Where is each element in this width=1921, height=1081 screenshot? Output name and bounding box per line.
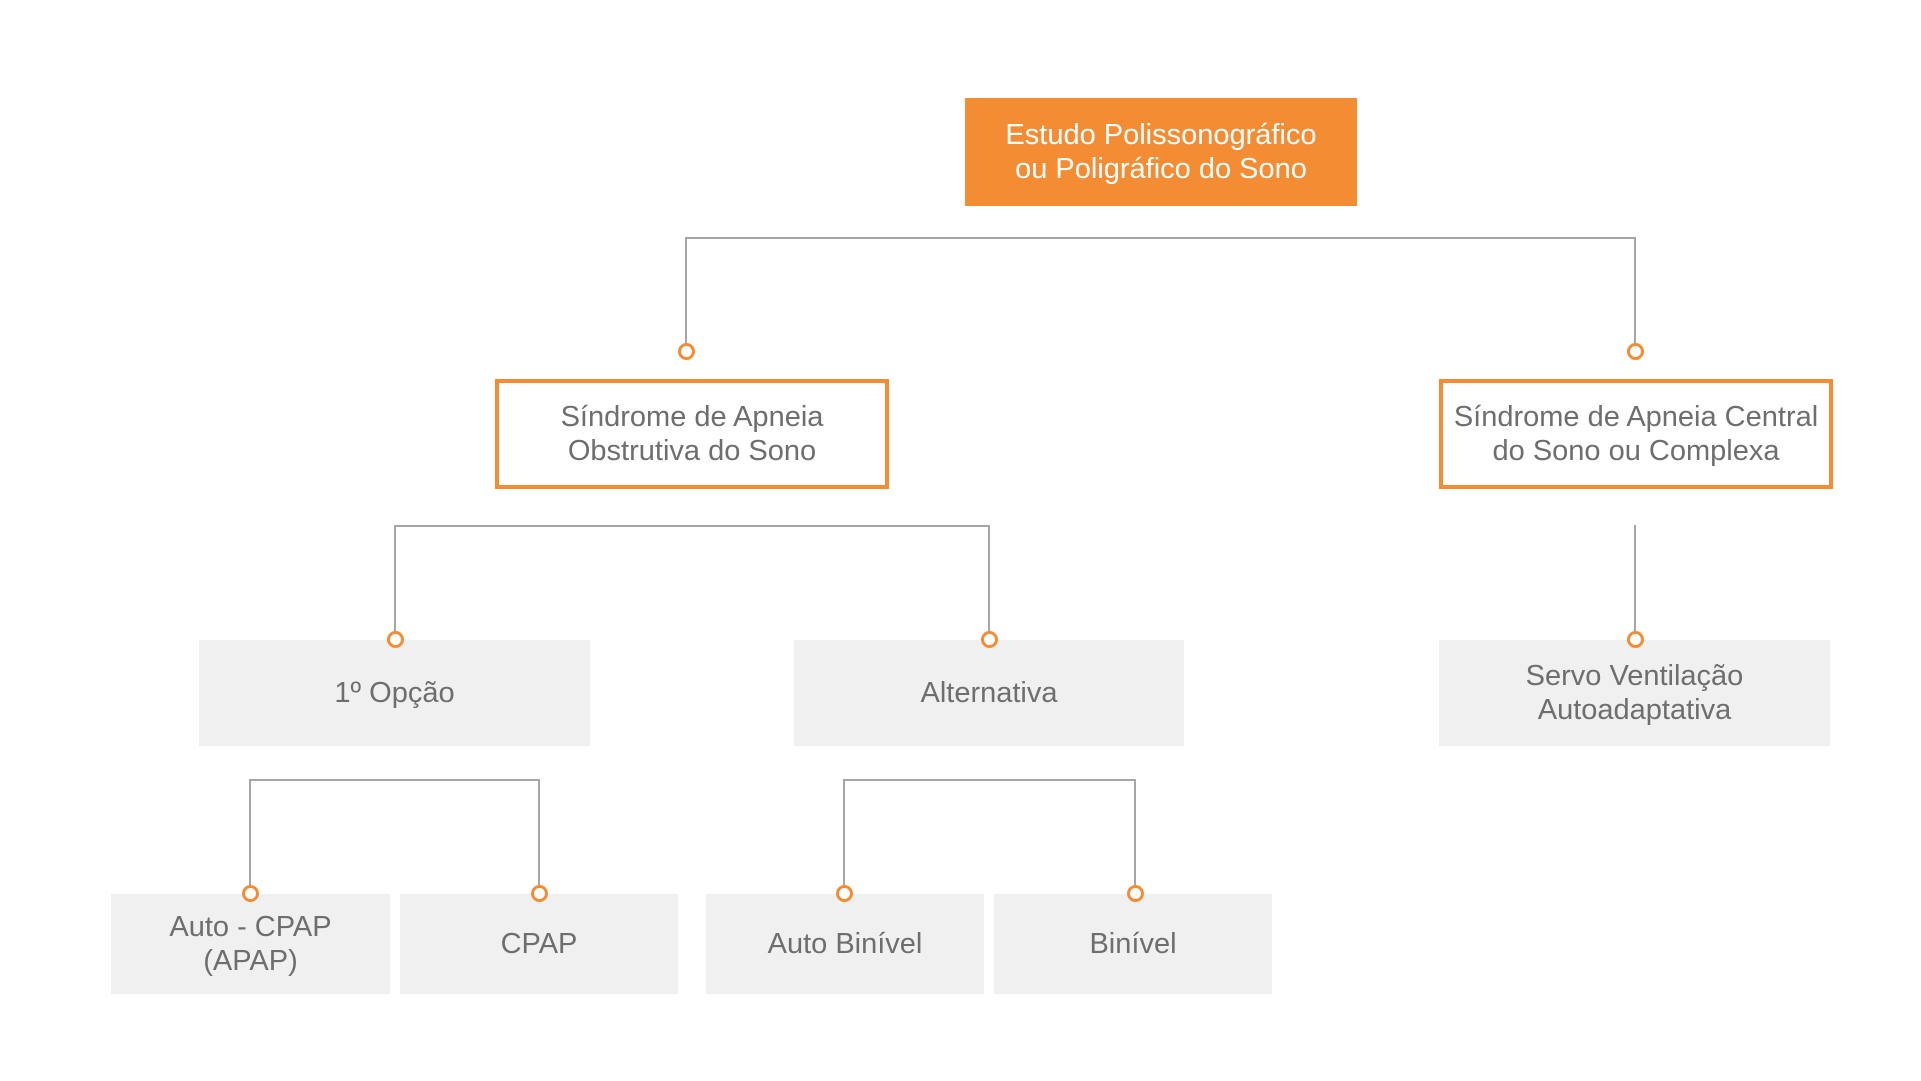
alternative-node: Alternativa bbox=[794, 640, 1184, 746]
connector-dot-auto-bilevel bbox=[836, 885, 853, 902]
connector-dot-central bbox=[1627, 343, 1644, 360]
connector-first-option-horizontal bbox=[249, 779, 540, 781]
connector-central-to-servo bbox=[1634, 525, 1636, 639]
connector-obstructive-to-first-option bbox=[394, 525, 396, 639]
connector-root-to-obstructive bbox=[685, 237, 687, 350]
connector-dot-obstructive bbox=[678, 343, 695, 360]
servo-ventilation-node: Servo Ventilação Autoadaptativa bbox=[1439, 640, 1830, 746]
connector-alternative-horizontal bbox=[843, 779, 1136, 781]
connector-dot-first-option bbox=[387, 631, 404, 648]
auto-cpap-node: Auto - CPAP (APAP) bbox=[111, 894, 390, 994]
first-option-node: 1º Opção bbox=[199, 640, 590, 746]
connector-obstructive-to-alternative bbox=[988, 525, 990, 639]
connector-obstructive-horizontal bbox=[394, 525, 990, 527]
bilevel-node: Binível bbox=[994, 894, 1272, 994]
auto-bilevel-node: Auto Binível bbox=[706, 894, 984, 994]
connector-first-option-to-cpap bbox=[538, 779, 540, 893]
connector-root-to-central bbox=[1634, 237, 1636, 350]
root-node: Estudo Polissonográfico ou Poligráfico d… bbox=[965, 98, 1357, 206]
connector-alternative-to-auto-bilevel bbox=[843, 779, 845, 893]
connector-dot-bilevel bbox=[1127, 885, 1144, 902]
central-apnea-node: Síndrome de Apneia Central do Sono ou Co… bbox=[1439, 379, 1833, 489]
connector-dot-alternative bbox=[981, 631, 998, 648]
connector-dot-cpap bbox=[531, 885, 548, 902]
connector-alternative-to-bilevel bbox=[1134, 779, 1136, 893]
cpap-node: CPAP bbox=[400, 894, 678, 994]
connector-dot-auto-cpap bbox=[242, 885, 259, 902]
connector-dot-servo bbox=[1627, 631, 1644, 648]
connector-first-option-to-auto-cpap bbox=[249, 779, 251, 893]
obstructive-apnea-node: Síndrome de Apneia Obstrutiva do Sono bbox=[495, 379, 889, 489]
connector-root-horizontal bbox=[685, 237, 1636, 239]
